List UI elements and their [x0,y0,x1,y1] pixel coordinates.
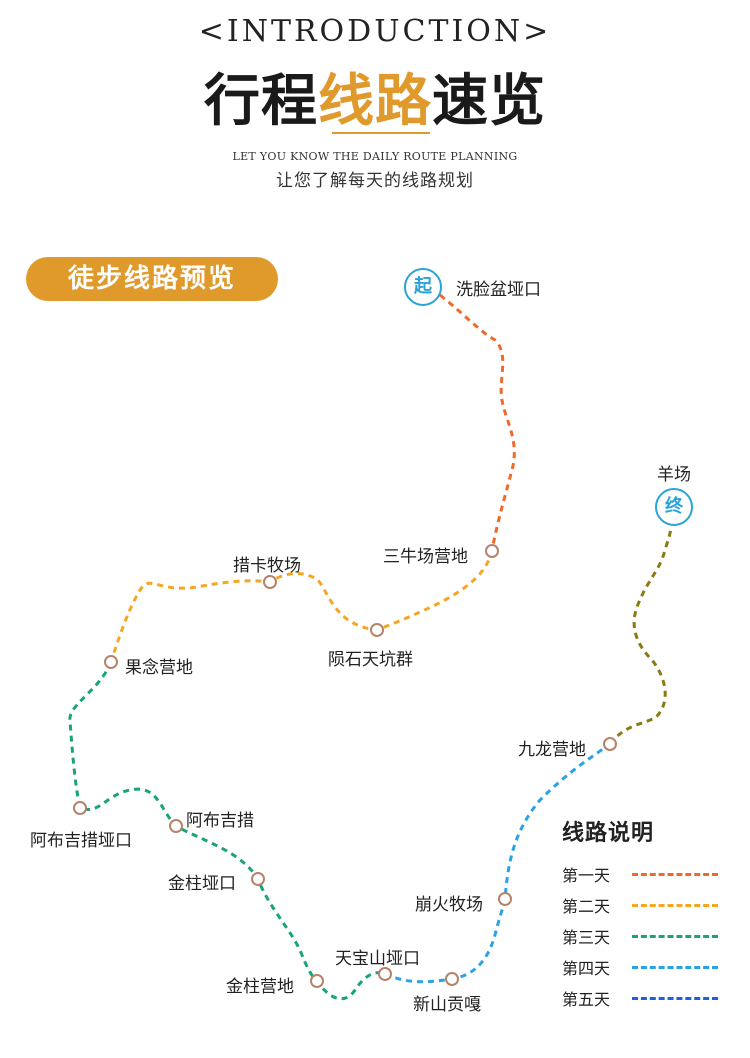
legend-line [632,904,718,907]
marker-cuoka [263,575,277,589]
label-end: 羊场 [657,465,691,485]
legend-line [632,935,718,938]
legend-label: 第一天 [562,866,611,885]
route-day-5 [608,527,673,745]
title-part-1: 行程 [204,68,318,134]
title-part-3: 速览 [432,68,546,134]
label-abujicuo-yakou: 阿布吉措垭口 [30,831,132,851]
title-highlight: 线路 [318,68,432,134]
title-underline [332,132,430,134]
label-abujicuo: 阿布吉措 [186,811,254,831]
label-benghuo: 崩火牧场 [415,895,483,915]
legend-label: 第二天 [562,897,611,916]
page-title: 行程线路速览 [0,56,750,137]
marker-tianbao [378,967,392,981]
marker-sanniu [485,544,499,558]
marker-benghuo [498,892,512,906]
marker-jinzhu-yakou [251,872,265,886]
legend-line [632,966,718,969]
label-yunshi: 陨石天坑群 [328,650,413,670]
legend-line [632,997,718,1000]
marker-xinshan [445,972,459,986]
marker-yunshi [370,623,384,637]
marker-jinzhu-camp [310,974,324,988]
legend-label: 第三天 [562,928,611,947]
label-tianbao: 天宝山垭口 [335,949,420,969]
marker-guonian [104,655,118,669]
marker-abujicuo-yakou [73,801,87,815]
route-day-1 [439,293,516,551]
route-day-3 [68,661,386,1001]
legend-line [632,873,718,876]
legend-row: 第一天 [562,862,732,886]
legend-title: 线路说明 [562,821,655,846]
end-badge: 终 [655,488,693,526]
legend-row: 第三天 [562,924,732,948]
label-sanniu: 三牛场营地 [383,547,468,567]
label-jinzhu-camp: 金柱营地 [226,977,294,997]
start-badge: 起 [404,268,442,306]
marker-jiulong [603,737,617,751]
label-cuoka: 措卡牧场 [233,556,301,576]
label-jiulong: 九龙营地 [518,740,586,760]
label-xinshan: 新山贡嘎 [413,995,481,1015]
legend-row: 第五天 [562,986,732,1010]
subtitle-zh: 让您了解每天的线路规划 [276,171,474,191]
legend-row: 第四天 [562,955,732,979]
marker-abujicuo [169,819,183,833]
intro-heading: <INTRODUCTION> [198,14,552,49]
legend-label: 第五天 [562,990,611,1009]
legend-row: 第二天 [562,893,732,917]
subtitle-en: LET YOU KNOW THE DAILY ROUTE PLANNING [232,150,518,163]
label-guonian: 果念营地 [125,658,193,678]
label-jinzhu-yakou: 金柱垭口 [168,874,236,894]
legend-label: 第四天 [562,959,611,978]
route-day-2 [109,549,494,663]
section-label-pill: 徒步线路预览 [26,257,278,301]
label-start: 洗脸盆垭口 [456,280,541,300]
